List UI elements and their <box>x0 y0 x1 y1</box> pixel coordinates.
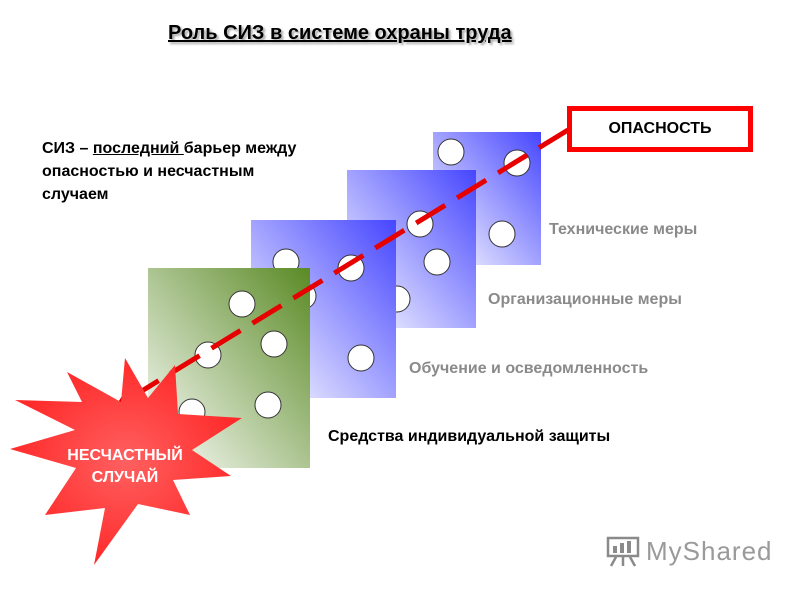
layer-technical <box>433 132 541 265</box>
label-ppe: Средства индивидуальной защиты <box>328 428 611 445</box>
label-training: Обучение и осведомленность <box>409 360 649 377</box>
accident-star-shape <box>10 358 242 565</box>
accident-label: НЕСЧАСТНЫЙ СЛУЧАЙ <box>67 447 183 486</box>
watermark-logo: MyShared <box>606 535 773 567</box>
intro-text: СИЗ – последний барьер между опасностью … <box>42 137 312 206</box>
intro-underlined: последний <box>92 140 184 157</box>
intro-part1: СИЗ – <box>42 140 93 157</box>
label-technical: Технические меры <box>549 221 698 238</box>
danger-box: ОПАСНОСТЬ <box>567 106 753 152</box>
page-title: Роль СИЗ в системе охраны труда <box>168 22 512 44</box>
label-organizational: Организационные меры <box>488 291 682 308</box>
presentation-board-icon <box>606 536 640 567</box>
intro-part2: барьер между опасностью и несчастным слу… <box>42 140 297 203</box>
watermark-text: MyShared <box>646 535 773 566</box>
